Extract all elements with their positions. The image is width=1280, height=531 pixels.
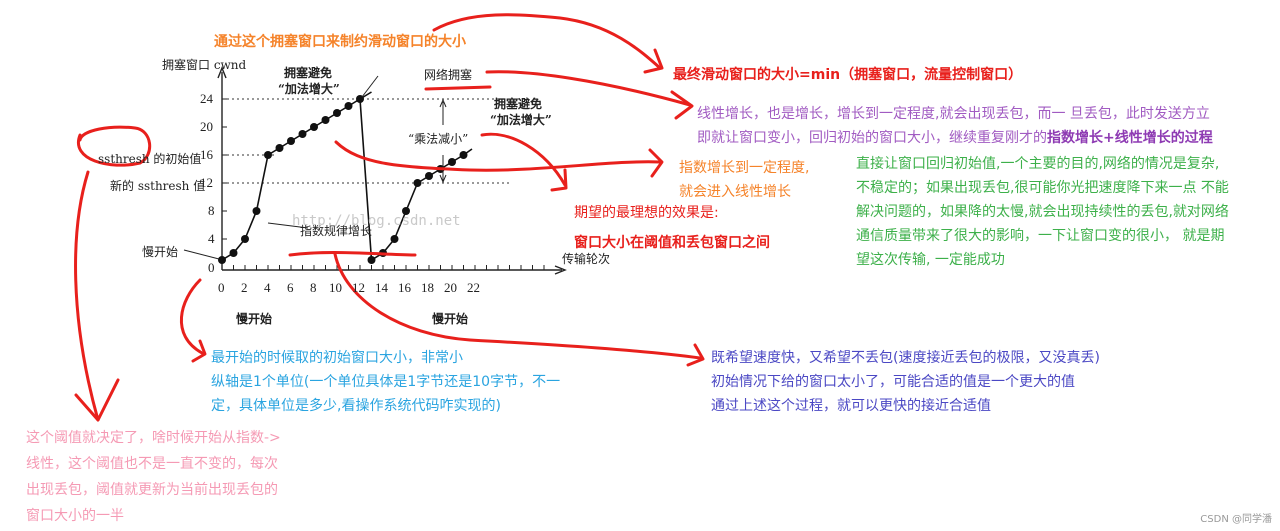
- y-axis-label: 拥塞窗口 cwnd: [162, 58, 247, 72]
- x-axis-label: 传输轮次: [562, 252, 611, 266]
- ssthresh-init-rest: 的初始值: [153, 152, 202, 166]
- y-tick-4: 4: [208, 231, 215, 246]
- x-tick-4: 4: [264, 280, 271, 295]
- arrow-exp-to-goal: [333, 252, 702, 360]
- ca2-label-2: “加法增大”: [490, 113, 552, 127]
- slow-start-left-label: 慢开始: [142, 245, 179, 259]
- note-header: 通过这个拥塞窗口来制约滑动窗口的大小: [214, 34, 466, 50]
- ssthresh-init-label: ssthresh 的初始值: [98, 150, 201, 167]
- md-label: “乘法减小”: [408, 132, 469, 146]
- underline-exp-growth: [288, 251, 417, 257]
- y-tick-16: 16: [200, 147, 213, 162]
- x-axis-arrow: [554, 265, 567, 275]
- footer-credit: CSDN @同学潘: [1200, 514, 1272, 525]
- axes: [217, 66, 567, 275]
- x-tick-18: 18: [421, 280, 434, 295]
- x-tick-6: 6: [287, 280, 294, 295]
- slow-start-below-2: 慢开始: [432, 312, 469, 326]
- arrow-ssthresh-to-threshold: [74, 170, 100, 422]
- x-tick-20: 20: [444, 280, 457, 295]
- note-threshold: 这个阈值就决定了，啥时候开始从指数-> 线性，这个阈值也不是一直不变的，每次 出…: [26, 430, 281, 524]
- note-linear-emphasis: 指数增长+线性增长的过程: [1047, 130, 1213, 146]
- cwnd-points: [218, 95, 468, 264]
- x-tick-22: 22: [467, 280, 480, 295]
- arrow-md-to-ideal: [480, 132, 567, 187]
- ssthresh-new-label: 新的 ssthresh 值: [110, 179, 206, 193]
- x-tick-12: 12: [352, 280, 365, 295]
- arrow-origin-to-initial: [179, 278, 204, 355]
- x-tick-2: 2: [241, 280, 248, 295]
- x-tick-0: 0: [218, 280, 225, 295]
- note-exp-to-linear: 指数增长到一定程度, 就会进入线性增长: [679, 160, 810, 200]
- ca1-label-2: “加法增大”: [278, 82, 340, 96]
- underline-congestion: [424, 85, 492, 91]
- y-tick-24: 24: [200, 91, 213, 106]
- reference-lines: [222, 98, 532, 184]
- circle-ssthresh: [76, 125, 151, 167]
- exp-growth-label: 指数规律增长: [300, 224, 373, 238]
- y-tick-20: 20: [200, 119, 213, 134]
- note-final-window: 最终滑动窗口的大小=min（拥塞窗口，流量控制窗口）: [673, 67, 1023, 83]
- x-tick-10: 10: [329, 280, 342, 295]
- exp-growth-pointer: [267, 222, 309, 229]
- x-tick-14: 14: [375, 280, 388, 295]
- note-reset: 直接让窗口回归初始值,一个主要的目的,网络的情况是复杂, 不稳定的；如果出现丢包…: [856, 156, 1229, 268]
- x-ticks: [233, 265, 545, 270]
- note-goal: 既希望速度快，又希望不丢包(速度接近丢包的极限，又没真丢) 初始情况下给的窗口太…: [711, 350, 1100, 414]
- red-annotations: [74, 13, 705, 422]
- note-linear: 线性增长，也是增长，增长到一定程度,就会出现丢包，而一 旦丢包，此时发送方立 即…: [697, 102, 1213, 150]
- y-ticks: [222, 98, 227, 240]
- note-linear-line1: 线性增长，也是增长，增长到一定程度,就会出现丢包，而一 旦丢包，此时发送方立: [697, 106, 1210, 122]
- congestion-label: 网络拥塞: [424, 68, 473, 82]
- ssthresh-term: ssthresh: [98, 152, 150, 166]
- ca2-label-1: 拥塞避免: [494, 97, 543, 111]
- slow-start-pointer: [183, 249, 220, 260]
- arrow-congestion-to-linear: [485, 70, 692, 107]
- arrow-title-to-final: [432, 13, 662, 70]
- y-axis-arrow: [217, 66, 227, 79]
- congestion-pointer: [361, 75, 379, 98]
- y-tick-8: 8: [208, 203, 215, 218]
- y-tick-0: 0: [208, 260, 215, 275]
- note-initial-window: 最开始的时候取的初始窗口大小，非常小 纵轴是1个单位(一个单位具体是1字节还是1…: [211, 350, 561, 414]
- note-linear-line2: 即就让窗口变小，回归初始的窗口大小，继续重复刚才的指数增长+线性增长的过程: [697, 130, 1213, 146]
- x-tick-16: 16: [398, 280, 411, 295]
- slow-start-below-1: 慢开始: [236, 312, 273, 326]
- y-tick-12: 12: [200, 175, 213, 190]
- x-tick-8: 8: [310, 280, 317, 295]
- watermark: http://blog.csdn.net: [292, 213, 461, 229]
- ca1-label-1: 拥塞避免: [284, 66, 333, 80]
- arrow-linear-to-exp-note: [334, 140, 662, 172]
- note-ideal: 期望的最理想的效果是: 窗口大小在阈值和丢包窗口之间: [574, 205, 770, 251]
